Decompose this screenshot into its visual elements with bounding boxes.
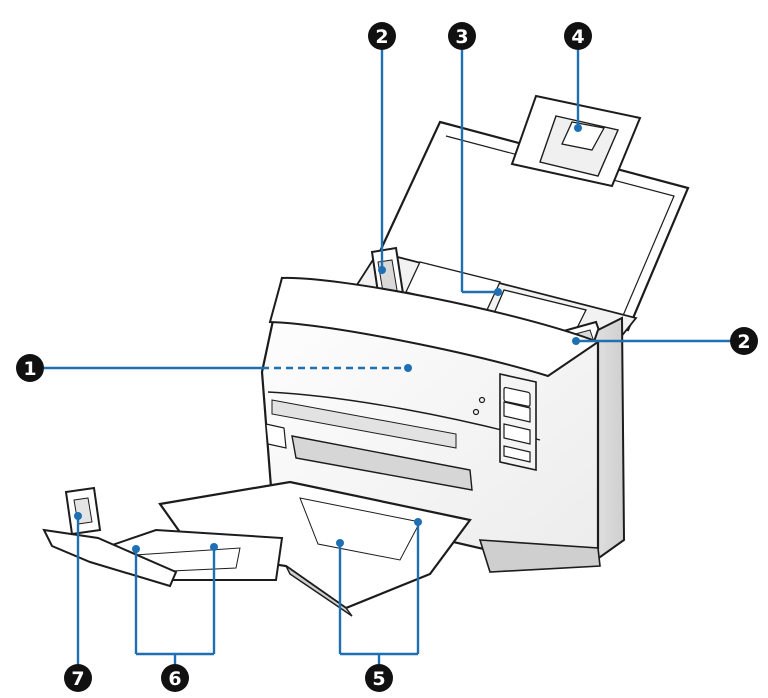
callout-dot-1 [404,364,412,372]
callout-badge-3: 3 [448,22,476,50]
callout-badges: 1 2 2 3 4 5 6 7 [16,22,758,692]
callout-badge-2b: 2 [730,327,758,355]
error-light [472,408,480,416]
front-strip [271,399,457,449]
callout-dot-3 [494,288,502,296]
callout-number-2b: 2 [737,331,750,353]
callout-number-3: 3 [455,26,468,48]
callout-badge-6: 6 [161,664,189,692]
callout-dot-5b [414,518,422,526]
callout-number-2a: 2 [375,26,388,48]
start-button [503,401,531,423]
stop-button [503,423,531,445]
callout-lines [44,50,730,664]
callout-dot-4 [574,124,582,132]
callout-badge-2a: 2 [368,22,396,50]
callout-dot-5a [336,539,344,547]
callout-badge-1: 1 [16,354,44,382]
callout-number-4: 4 [571,26,584,48]
skip-button [503,445,531,463]
callout-number-5: 5 [372,668,385,690]
output-tray-inner [299,497,421,561]
scanner-base [478,539,601,573]
callout-number-1: 1 [23,358,36,380]
control-panel [472,373,537,471]
callout-dot-2a [378,266,386,274]
callout-badge-5: 5 [365,664,393,692]
scanner-body [260,276,626,573]
callout-number-7: 7 [71,668,84,690]
callout-dot-6b [210,543,218,551]
ejection-slot [291,435,473,491]
status-light [478,396,486,404]
extension-grip [561,121,605,151]
output-tray-lip [285,565,353,617]
callout-dot-2b [572,337,580,345]
callout-badge-4: 4 [564,22,592,50]
callout-dot-6a [132,545,140,553]
callout-number-6: 6 [168,668,181,690]
callout-badge-7: 7 [64,664,92,692]
callout-dot-7 [74,512,82,520]
power-button [503,386,531,407]
output-tray [42,480,472,617]
front-latch [265,423,287,449]
